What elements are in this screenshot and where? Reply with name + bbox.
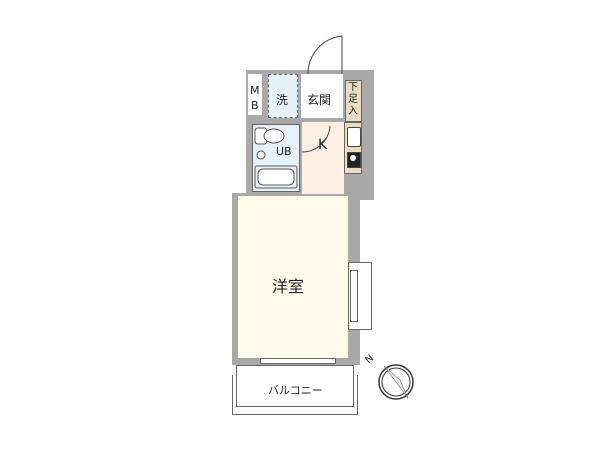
shoe-box — [345, 80, 362, 122]
balcony-label: バルコニー — [268, 384, 323, 397]
shoe-box-label: 下足入 — [348, 82, 358, 117]
meter-box-label-b: B — [251, 99, 259, 112]
kitchen-sink-icon — [347, 127, 361, 147]
washer-label: 洗 — [276, 93, 289, 107]
kitchen — [302, 122, 344, 194]
side-window-frame — [350, 270, 358, 322]
balcony-window — [260, 358, 336, 364]
entrance-door-icon — [307, 35, 343, 75]
meter-box-label-m: M — [250, 84, 260, 97]
bathtub-icon — [254, 165, 298, 189]
entrance — [301, 74, 343, 118]
western-room-label: 洋室 — [272, 277, 305, 296]
stove-burner-icon — [350, 155, 356, 161]
unit-bath-label: UB — [276, 145, 292, 158]
compass-icon — [378, 364, 414, 400]
entrance-label: 玄関 — [307, 93, 332, 107]
balcony-rail — [236, 365, 354, 407]
toilet-icon — [254, 127, 285, 145]
kitchen-label: K — [318, 137, 328, 153]
washer-area — [268, 74, 298, 118]
balcony — [232, 375, 358, 415]
sink-icon — [256, 150, 266, 160]
meter-box — [246, 72, 264, 117]
western-room — [238, 196, 348, 358]
kitchen-door-icon — [301, 125, 331, 153]
